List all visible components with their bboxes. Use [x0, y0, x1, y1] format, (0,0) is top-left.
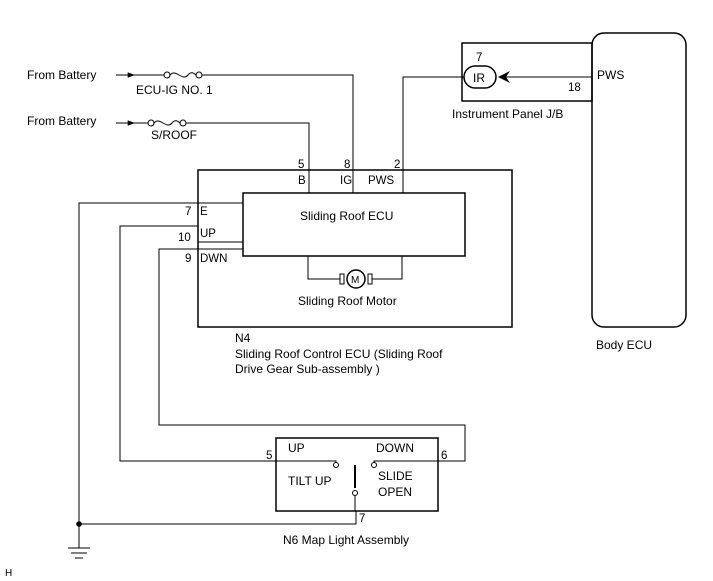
- n6-pin-7: 7: [359, 513, 365, 525]
- n6-tilt-up-label: TILT UP: [288, 474, 332, 488]
- n6-label: N6 Map Light Assembly: [283, 533, 409, 547]
- motor-label: Sliding Roof Motor: [298, 294, 397, 308]
- n4-desc-line1: Sliding Roof Control ECU (Sliding Roof: [235, 347, 443, 361]
- n6-down-label: DOWN: [376, 441, 414, 455]
- motor-wire: [307, 256, 340, 280]
- ir-label: IR: [473, 71, 485, 85]
- n4-pin-up-name: UP: [200, 228, 216, 240]
- wire-ig: [202, 74, 354, 170]
- wire-dwn: [158, 248, 466, 462]
- body-ecu-pws: PWS: [597, 68, 624, 82]
- sliding-roof-ecu-label: Sliding Roof ECU: [300, 209, 393, 223]
- instrument-panel-label: Instrument Panel J/B: [452, 107, 563, 121]
- fuse-label-sroof: S/ROOF: [151, 128, 197, 142]
- fuse-symbol: [163, 71, 203, 79]
- n6-box: [275, 437, 439, 512]
- n4-pin-ig-name: IG: [340, 175, 352, 187]
- motor-icon: M: [339, 269, 373, 289]
- ip-pin-7: 7: [476, 52, 482, 64]
- n4-pin-pws-num: 2: [394, 159, 400, 171]
- n4-pin-dwn-name: DWN: [200, 253, 227, 265]
- n4-pin-e-num: 7: [185, 206, 191, 218]
- fuse-symbol: [147, 119, 187, 127]
- motor-wire: [372, 256, 403, 280]
- body-ecu-label: Body ECU: [596, 338, 652, 352]
- n4-pin-pws-name: PWS: [368, 175, 395, 187]
- n6-up-label: UP: [288, 441, 305, 455]
- map-light-switch-icon: [276, 460, 438, 511]
- n6-open-label: OPEN: [378, 485, 412, 499]
- n4-code: N4: [235, 331, 251, 345]
- body-ecu-box: [591, 32, 687, 328]
- n4-pin-e-name: E: [200, 206, 208, 218]
- wire-up: [119, 225, 276, 462]
- n4-pin-b-name: B: [298, 175, 306, 187]
- n4-pin-up-num: 10: [178, 232, 191, 244]
- fuse-label-ecu-ig: ECU-IG NO. 1: [136, 83, 213, 97]
- ground-icon: [68, 547, 90, 559]
- junction-dot: [76, 521, 82, 527]
- n6-pin-6: 6: [441, 450, 447, 462]
- n4-pin-ig-num: 8: [344, 159, 350, 171]
- n6-pin-5: 5: [266, 450, 272, 462]
- n4-pin-b-num: 5: [298, 159, 304, 171]
- n6-slide-label: SLIDE: [378, 469, 413, 483]
- sliding-roof-ecu-box: [242, 192, 466, 257]
- ip-pin-18: 18: [568, 82, 581, 94]
- svg-text:M: M: [351, 275, 359, 286]
- n4-pin-dwn-num: 9: [185, 253, 191, 265]
- corner-mark: H: [5, 568, 12, 579]
- wire-switch-ground: [79, 511, 357, 525]
- battery-source-label: From Battery: [27, 114, 96, 128]
- wire-pws: [402, 76, 464, 170]
- wire-ground: [78, 202, 198, 548]
- wire-b: [186, 122, 310, 170]
- arrow-into-ir: [498, 71, 510, 83]
- battery-source-label: From Battery: [27, 68, 96, 82]
- n4-desc-line2: Drive Gear Sub-assembly ): [235, 362, 380, 376]
